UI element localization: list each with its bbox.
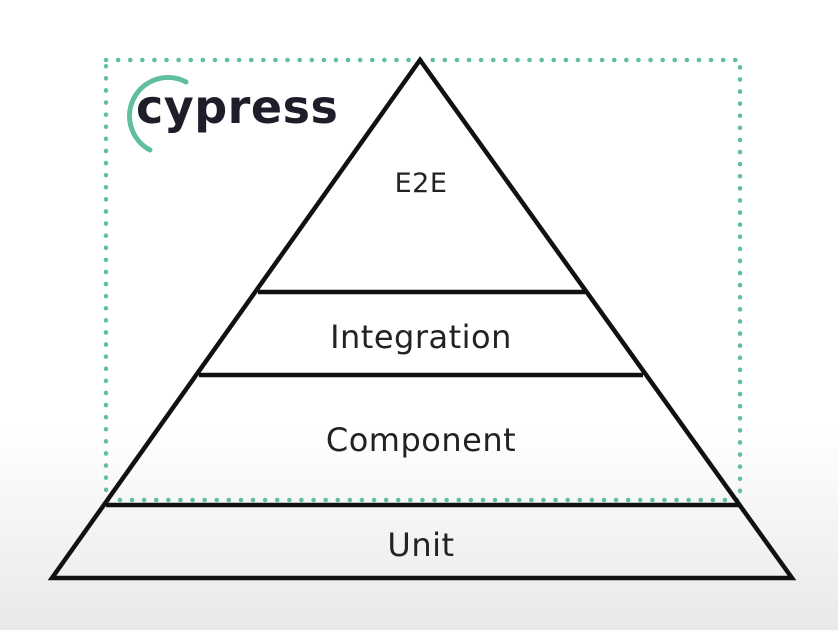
cypress-logo: cypress [124,74,344,154]
layer-label-e2e: E2E [394,168,448,199]
pyramid-outline [47,56,797,581]
layer-label-component: Component [325,421,517,459]
layer-label-unit: Unit [387,526,455,564]
layer-label-integration: Integration [330,318,512,356]
cypress-logo-text: cypress [136,80,339,134]
cypress-logo-ring-icon [127,75,189,153]
cypress-coverage-box [103,57,743,503]
